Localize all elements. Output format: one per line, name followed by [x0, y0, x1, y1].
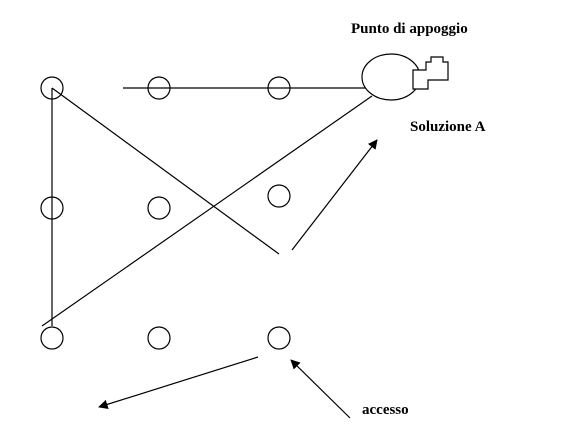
- dot-grid: [40, 76, 291, 350]
- arrows: [98, 139, 378, 419]
- arrow-left-bottom: [98, 356, 259, 409]
- access-label: accesso: [362, 402, 409, 418]
- arrow-up-to-solution: [291, 139, 378, 251]
- solution-label: Soluzione A: [410, 119, 486, 135]
- dot-r3c1: [40, 326, 64, 350]
- dot-r3c3: [267, 326, 291, 350]
- fulcrum-turn-icon: [361, 53, 449, 101]
- dot-r2c3: [267, 184, 291, 208]
- path-cross-diagonal: [51, 87, 280, 255]
- dot-r3c2: [147, 326, 171, 350]
- path-long-diagonal: [41, 95, 373, 327]
- arrow-from-access: [290, 359, 351, 419]
- solution-path: [41, 87, 373, 327]
- fulcrum-label: Punto di appoggio: [351, 21, 468, 37]
- dot-r2c2: [147, 196, 171, 220]
